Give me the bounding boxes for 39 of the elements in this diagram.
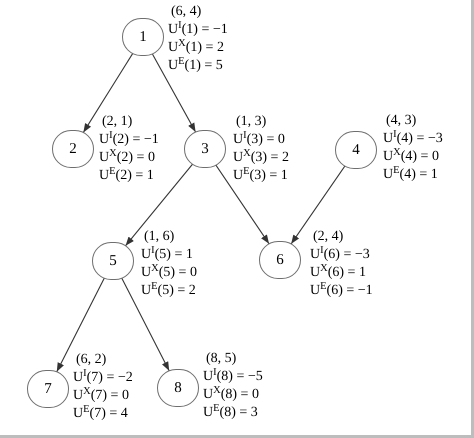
- utility-label: U$^{X}$(5) = 0: [141, 264, 197, 282]
- arrow: [290, 166, 346, 244]
- arrow: [121, 278, 170, 371]
- utility-label: U$^{X}$(3) = 2: [233, 149, 289, 167]
- utility-label: U$^{E}$(7) = 4: [73, 405, 128, 423]
- arrow: [216, 164, 270, 244]
- utility-label: U$^{E}$(6) = −1: [310, 282, 373, 300]
- utility-label: U$^{I}$(3) = 0: [233, 131, 285, 149]
- utility-label: U$^{X}$(1) = 2: [168, 39, 224, 57]
- coordinate-label: (2, 1): [102, 113, 132, 131]
- arrow: [152, 54, 196, 132]
- utility-label: U$^{E}$(5) = 2: [141, 282, 196, 300]
- coordinate-label: (2, 4): [313, 228, 344, 246]
- coordinate-label: (1, 3): [236, 113, 266, 131]
- utility-label: U$^{I}$(7) = −2: [73, 369, 133, 387]
- utility-label: U$^{I}$(1) = −1: [168, 21, 228, 39]
- utility-label: U$^{I}$(4) = −3: [383, 130, 443, 148]
- utility-label: U$^{E}$(8) = 3: [203, 404, 258, 422]
- utility-label: U$^{X}$(6) = 1: [310, 264, 366, 282]
- utility-label: U$^{I}$(5) = 1: [141, 246, 193, 264]
- utility-label: U$^{X}$(4) = 0: [383, 148, 439, 166]
- coordinate-label: (6, 2): [76, 351, 106, 369]
- utility-label: U$^{I}$(2) = −1: [99, 131, 159, 149]
- coordinate-label: (6, 4): [171, 3, 202, 21]
- utility-label: U$^{X}$(2) = 0: [99, 149, 155, 167]
- utility-label: U$^{E}$(1) = 5: [168, 57, 223, 75]
- arrow: [125, 164, 193, 246]
- utility-label: U$^{E}$(2) = 1: [99, 167, 154, 185]
- utility-label: U$^{E}$(4) = 1: [383, 166, 438, 184]
- utility-label: U$^{X}$(8) = 0: [203, 386, 259, 404]
- utility-label: U$^{I}$(8) = −5: [203, 368, 263, 386]
- coordinate-label: (1, 6): [144, 228, 174, 246]
- utility-label: U$^{E}$(3) = 1: [233, 167, 288, 185]
- utility-label: U$^{X}$(7) = 0: [73, 387, 129, 405]
- coordinate-label: (4, 3): [386, 112, 416, 130]
- arrow: [82, 53, 134, 133]
- arrow: [56, 278, 105, 372]
- coordinate-label: (8, 5): [206, 350, 236, 368]
- utility-label: U$^{I}$(6) = −3: [310, 246, 370, 264]
